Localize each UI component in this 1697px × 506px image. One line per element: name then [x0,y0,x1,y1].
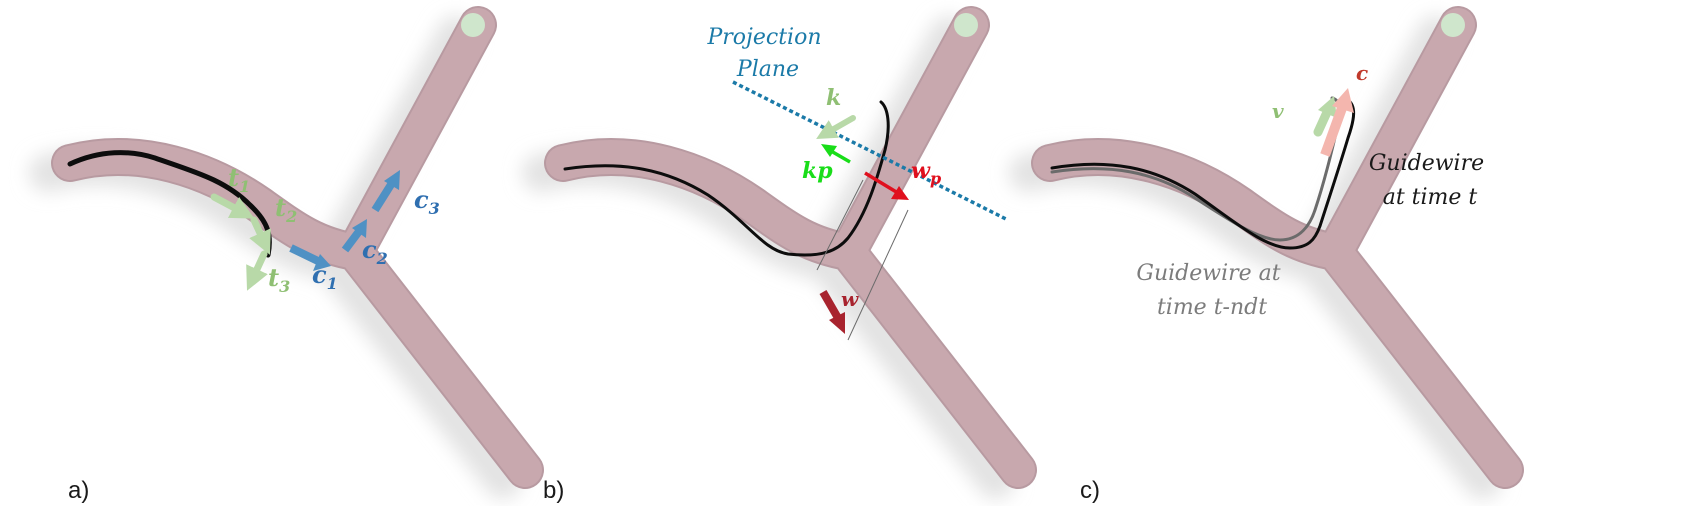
label-w: w [841,287,859,311]
guidewire-b [563,100,890,257]
label-c3: c3 [414,185,440,218]
v-arrowhead [1318,96,1337,118]
tangent-arrow-t1 [210,193,255,219]
vessel-cap-b [954,13,978,37]
vessel-b [563,13,1018,470]
tangent-arrow-t3 [246,250,268,291]
guidewire-previous-label: Guidewire at time t-ndt [1136,261,1287,320]
panel-label-c: c) [1080,477,1100,504]
projection-guide-2 [847,209,909,341]
w-arrow [819,290,842,320]
vessel-c [1050,13,1505,470]
kp-arrow [830,149,851,164]
v-arrow [1313,105,1333,137]
kp-arrowhead [821,144,837,157]
c-arrowhead [1332,88,1354,113]
vessel-cap-c [1441,13,1465,37]
centerline-arrows [289,170,400,271]
panel-b: Projection Plane k kp wp w b) [541,13,1018,504]
panel-a: t1 t2 t3 c1 c2 c3 a) [48,13,525,504]
guidewire-a [67,150,272,258]
guidewire-current [1050,98,1356,250]
vessel-cap-a [461,13,485,37]
label-wp: wp [911,158,941,188]
projection-guide-1 [816,179,864,271]
label-t1: t1 [228,163,250,196]
label-c2: c2 [362,235,388,268]
centerline-arrowhead-c2 [352,219,367,238]
label-c: c [1356,61,1368,85]
panel-label-a: a) [68,477,89,504]
projection-plane-label: Projection Plane [706,25,828,82]
panel-c: v c Guidewire at time t Guidewire at tim… [1028,13,1505,504]
centerline-arrow-c1 [289,244,322,266]
w-arrowhead [829,312,845,334]
wp-arrowhead [891,186,909,200]
label-t3: t3 [268,263,290,296]
centerline-arrow-c3 [371,180,396,213]
label-kp: kp [802,158,833,184]
c-arrow [1320,106,1347,157]
tangent-arrow-t2 [249,216,271,255]
wp-arrow [864,171,899,195]
centerline-arrowhead-c1 [313,254,331,271]
vessel-a [70,13,525,470]
k-arrow [816,115,856,140]
tangent-arrows [210,193,271,291]
projection-plane-line [732,80,1009,222]
label-k: k [826,85,841,111]
label-t2: t2 [275,193,297,226]
label-v: v [1272,99,1284,123]
guidewire-current-label: Guidewire at time t [1369,151,1491,210]
label-c1: c1 [312,260,338,293]
centerline-arrowhead-c3 [384,170,400,190]
centerline-arrow-c2 [341,227,364,253]
panel-label-b: b) [543,477,564,504]
